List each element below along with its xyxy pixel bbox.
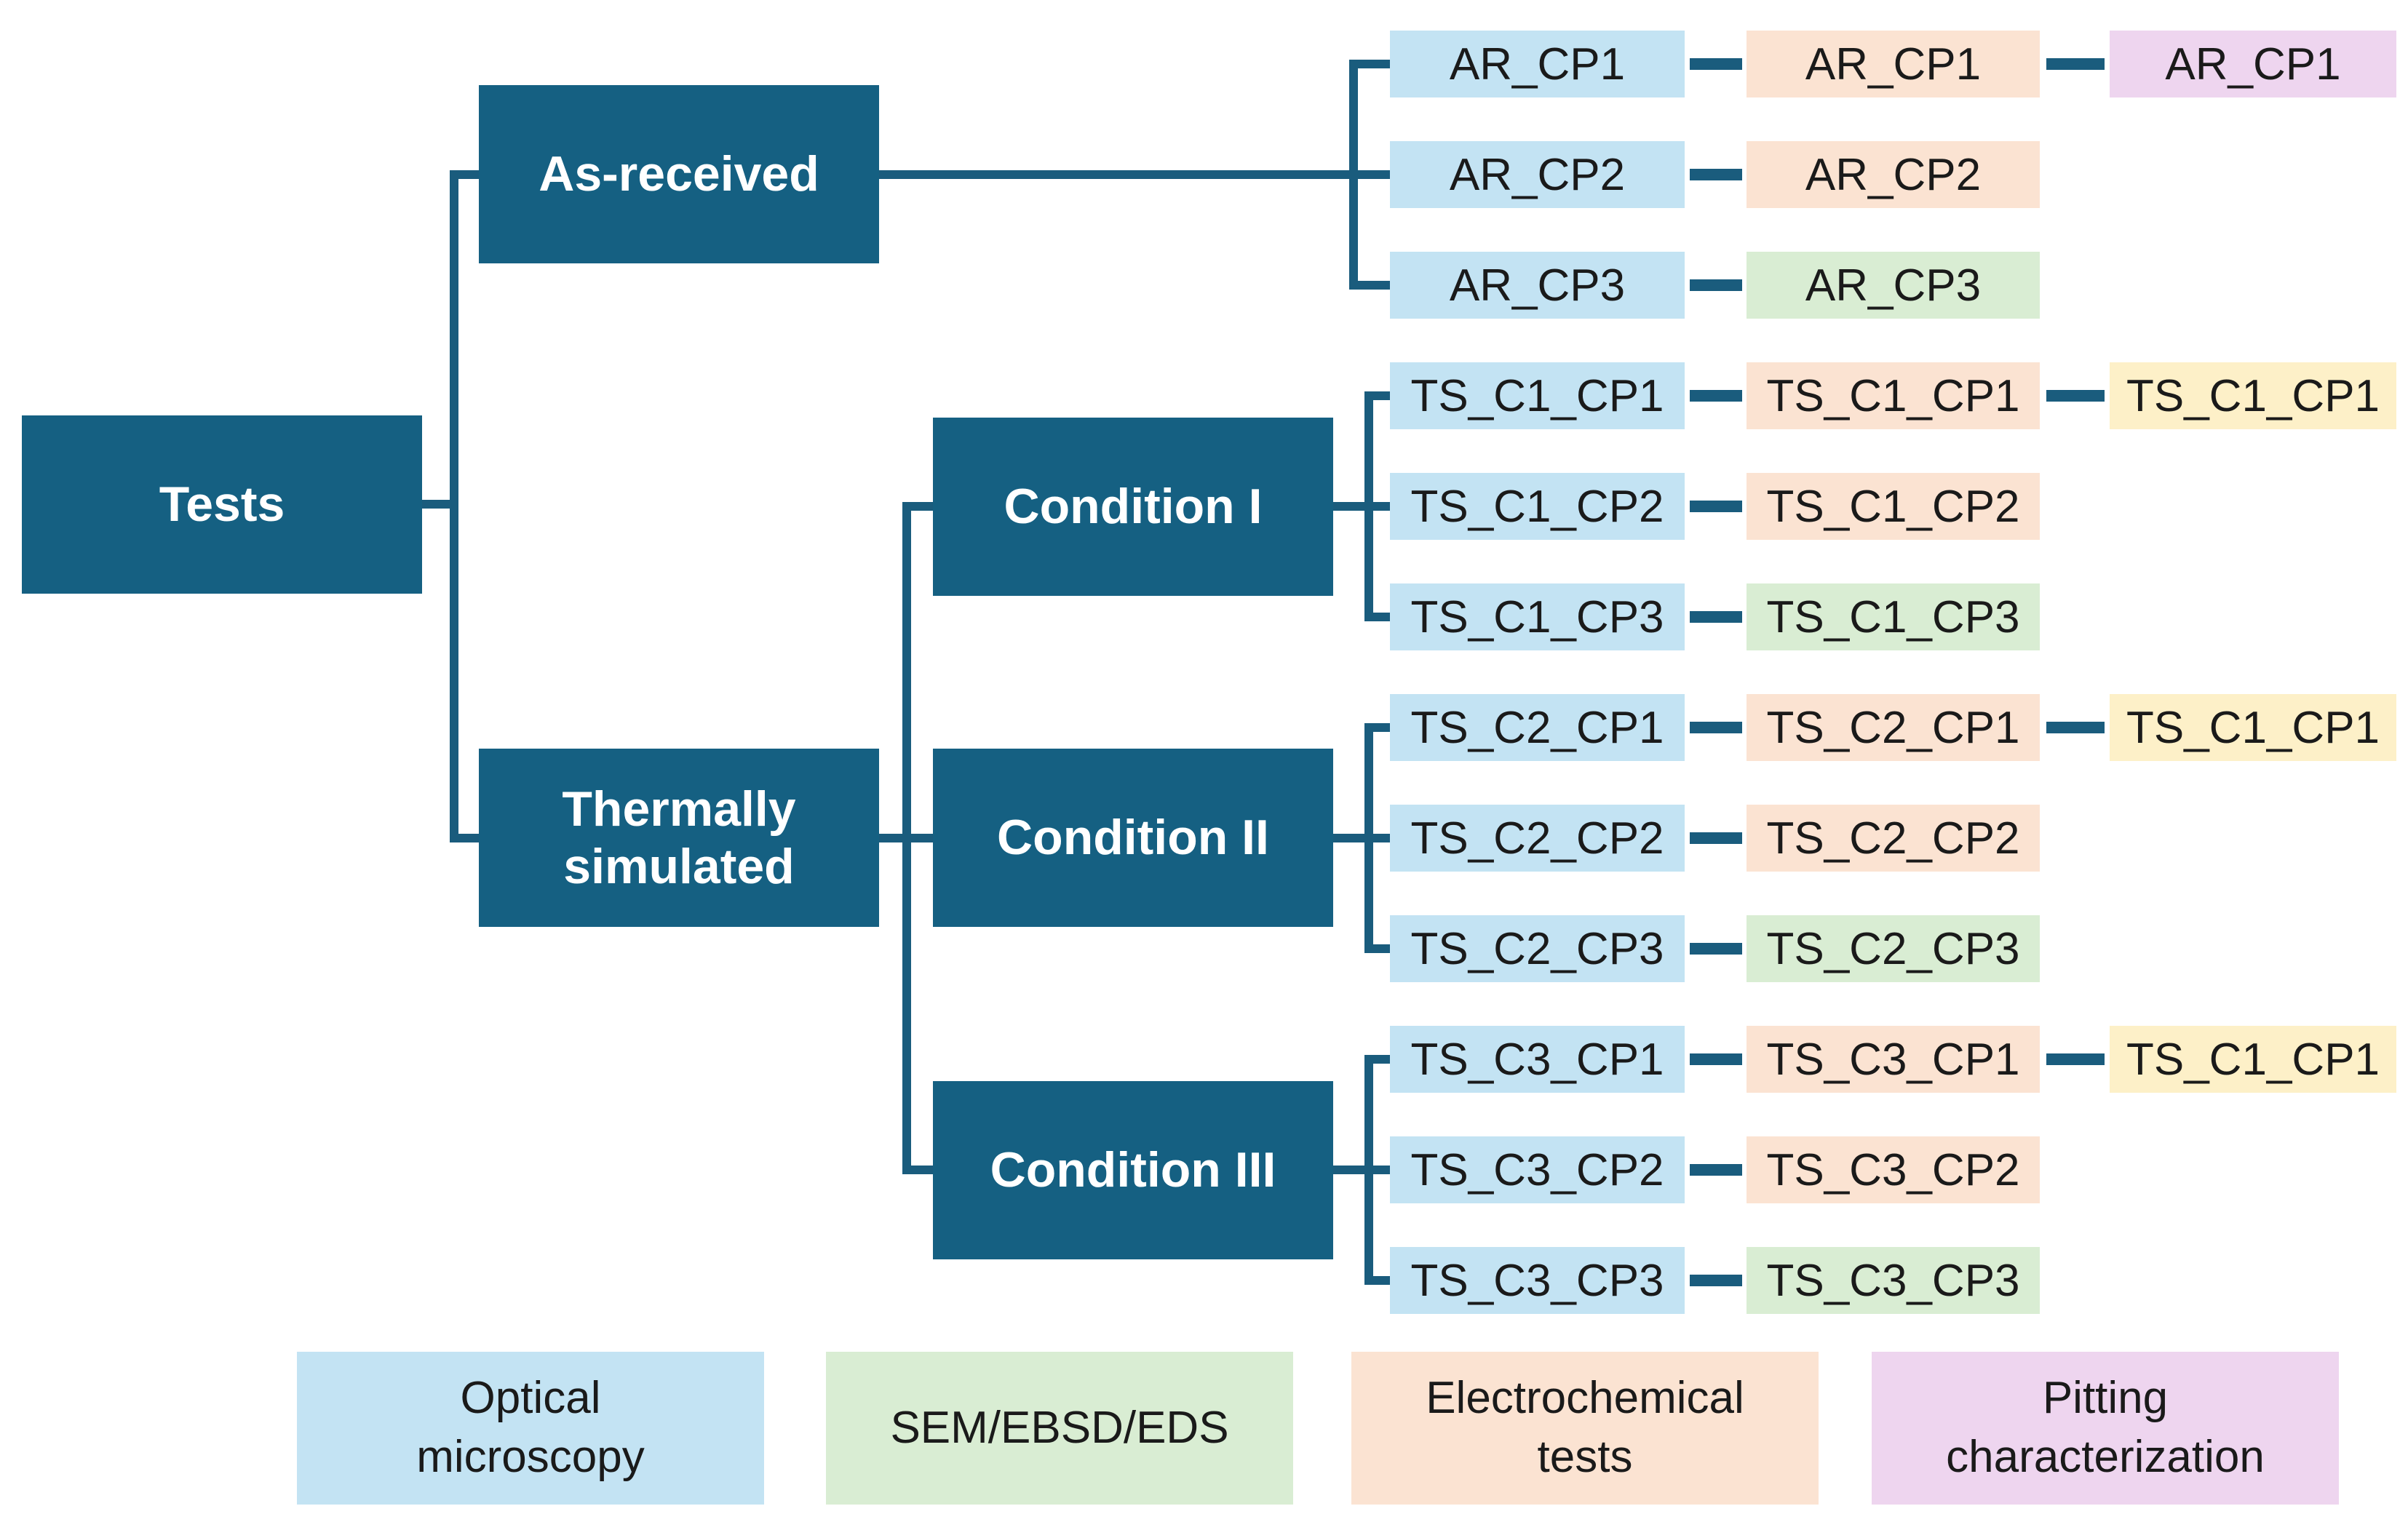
connector-line (902, 834, 933, 842)
sample-box-ar-cp2-electrochemical: AR_CP2 (1747, 141, 2040, 208)
connector-line (1690, 1164, 1742, 1176)
connector-line (1690, 611, 1742, 623)
sample-box-ts-c1-cp1-optical: TS_C1_CP1 (1390, 362, 1685, 429)
sample-box-ts-c3-cp2-electrochemical: TS_C3_CP2 (1747, 1136, 2040, 1203)
sample-box-ar-cp1-electrochemical: AR_CP1 (1747, 31, 2040, 97)
connector-line (1333, 1166, 1373, 1174)
sample-box-ts-c1-cp1-gold: TS_C1_CP1 (2110, 362, 2396, 429)
sample-box-ts-c2-cp2-electrochemical: TS_C2_CP2 (1747, 805, 2040, 872)
connector-line (1333, 834, 1373, 842)
connector-line (1690, 943, 1742, 955)
connector-line (1690, 832, 1742, 844)
connector-line (1690, 501, 1742, 512)
connector-line (450, 170, 458, 842)
sample-box-ts-c1-cp3-sem: TS_C1_CP3 (1747, 583, 2040, 650)
legend-item-pitting: Pitting characterization (1872, 1352, 2339, 1505)
legend-item-electrochemical: Electrochemical tests (1351, 1352, 1819, 1505)
sample-box-ar-cp3-optical: AR_CP3 (1390, 252, 1685, 319)
sample-box-ts-c2-cp2-optical: TS_C2_CP2 (1390, 805, 1685, 872)
connector-line (2046, 722, 2105, 733)
connector-line (902, 1166, 933, 1174)
connector-line (1364, 391, 1390, 400)
sample-box-ts-c2-cp3-optical: TS_C2_CP3 (1390, 915, 1685, 982)
sample-box-ts-c1-cp2-electrochemical: TS_C1_CP2 (1747, 473, 2040, 540)
connector-line (1690, 279, 1742, 291)
node-as-received: As-received (479, 85, 879, 263)
connector-line (1364, 502, 1390, 511)
connector-line (1349, 60, 1390, 68)
node-thermally-simulated: Thermally simulated (479, 749, 879, 927)
connector-line (879, 170, 1390, 179)
connector-line (1690, 1275, 1742, 1286)
sample-box-ts-c3-cp1-gold: TS_C1_CP1 (2110, 1026, 2396, 1093)
sample-box-ts-c3-cp2-optical: TS_C3_CP2 (1390, 1136, 1685, 1203)
sample-box-ts-c3-cp1-optical: TS_C3_CP1 (1390, 1026, 1685, 1093)
connector-line (1364, 1276, 1390, 1285)
sample-box-ts-c2-cp1-electrochemical: TS_C2_CP1 (1747, 694, 2040, 761)
connector-line (1690, 1053, 1742, 1065)
connector-line (1364, 723, 1390, 732)
sample-box-ar-cp3-sem: AR_CP3 (1747, 252, 2040, 319)
connector-line (1364, 613, 1390, 621)
sample-box-ts-c3-cp1-electrochemical: TS_C3_CP1 (1747, 1026, 2040, 1093)
connector-line (1364, 834, 1390, 842)
connector-line (1364, 944, 1390, 953)
connector-line (2046, 58, 2105, 70)
connector-line (2046, 1053, 2105, 1065)
connector-line (902, 502, 933, 511)
connector-line (1364, 1166, 1390, 1174)
node-tests: Tests (22, 415, 422, 594)
sample-box-ts-c2-cp1-optical: TS_C2_CP1 (1390, 694, 1685, 761)
connector-line (1690, 58, 1742, 70)
node-condition-ii: Condition II (933, 749, 1333, 927)
connector-line (1364, 1055, 1390, 1064)
sample-box-ts-c1-cp1-electrochemical: TS_C1_CP1 (1747, 362, 2040, 429)
sample-box-ts-c2-cp3-sem: TS_C2_CP3 (1747, 915, 2040, 982)
connector-line (1690, 390, 1742, 402)
sample-box-ts-c2-cp1-gold: TS_C1_CP1 (2110, 694, 2396, 761)
connector-line (450, 834, 483, 842)
sample-box-ts-c1-cp3-optical: TS_C1_CP3 (1390, 583, 1685, 650)
connector-line (1349, 60, 1358, 290)
connector-line (1349, 281, 1390, 290)
sample-box-ar-cp2-optical: AR_CP2 (1390, 141, 1685, 208)
node-condition-iii: Condition III (933, 1081, 1333, 1259)
node-condition-i: Condition I (933, 418, 1333, 596)
connector-line (1333, 502, 1373, 511)
legend-item-sem: SEM/EBSD/EDS (826, 1352, 1293, 1505)
connector-line (1690, 722, 1742, 733)
sample-box-ts-c3-cp3-optical: TS_C3_CP3 (1390, 1247, 1685, 1314)
sample-box-ts-c3-cp3-sem: TS_C3_CP3 (1747, 1247, 2040, 1314)
sample-box-ts-c1-cp2-optical: TS_C1_CP2 (1390, 473, 1685, 540)
connector-line (422, 500, 458, 509)
connector-line (2046, 390, 2105, 402)
sample-box-ar-cp1-optical: AR_CP1 (1390, 31, 1685, 97)
connector-line (450, 170, 483, 179)
sample-box-ar-cp1-pitting: AR_CP1 (2110, 31, 2396, 97)
connector-line (1690, 169, 1742, 180)
legend-item-optical: Optical microscopy (297, 1352, 764, 1505)
